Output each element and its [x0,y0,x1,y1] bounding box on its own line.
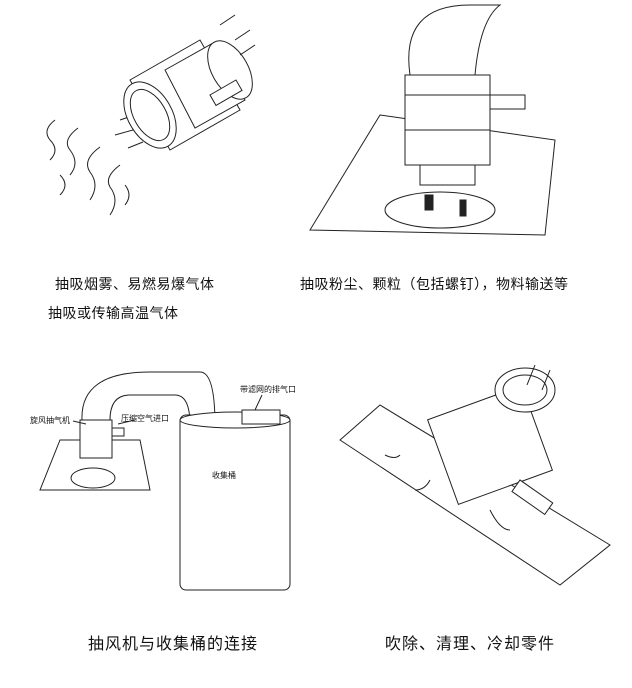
dust-extraction-drawing [309,4,556,236]
caption-bucket: 抽风机与收集桶的连接 [88,634,259,653]
exhaust-label: 带滤网的排气口 [240,385,296,394]
blowing-cooling-drawing [339,364,611,586]
cyclone-label: 旋风抽气机 [30,416,70,425]
bucket-label: 收集桶 [212,471,236,480]
caption-dust: 抽吸粉尘、颗粒（包括螺钉），物料输送等 [300,277,569,293]
caption-smoke: 抽吸烟雾、易燃易爆气体 [55,277,215,293]
smoke-extraction-drawing [46,14,256,216]
bucket-connection-drawing [39,371,291,591]
caption-hot-gas: 抽吸或传输高温气体 [48,306,179,322]
air-inlet-label: 压缩空气进口 [121,414,169,423]
caption-blowing: 吹除、清理、冷却零件 [385,634,556,653]
